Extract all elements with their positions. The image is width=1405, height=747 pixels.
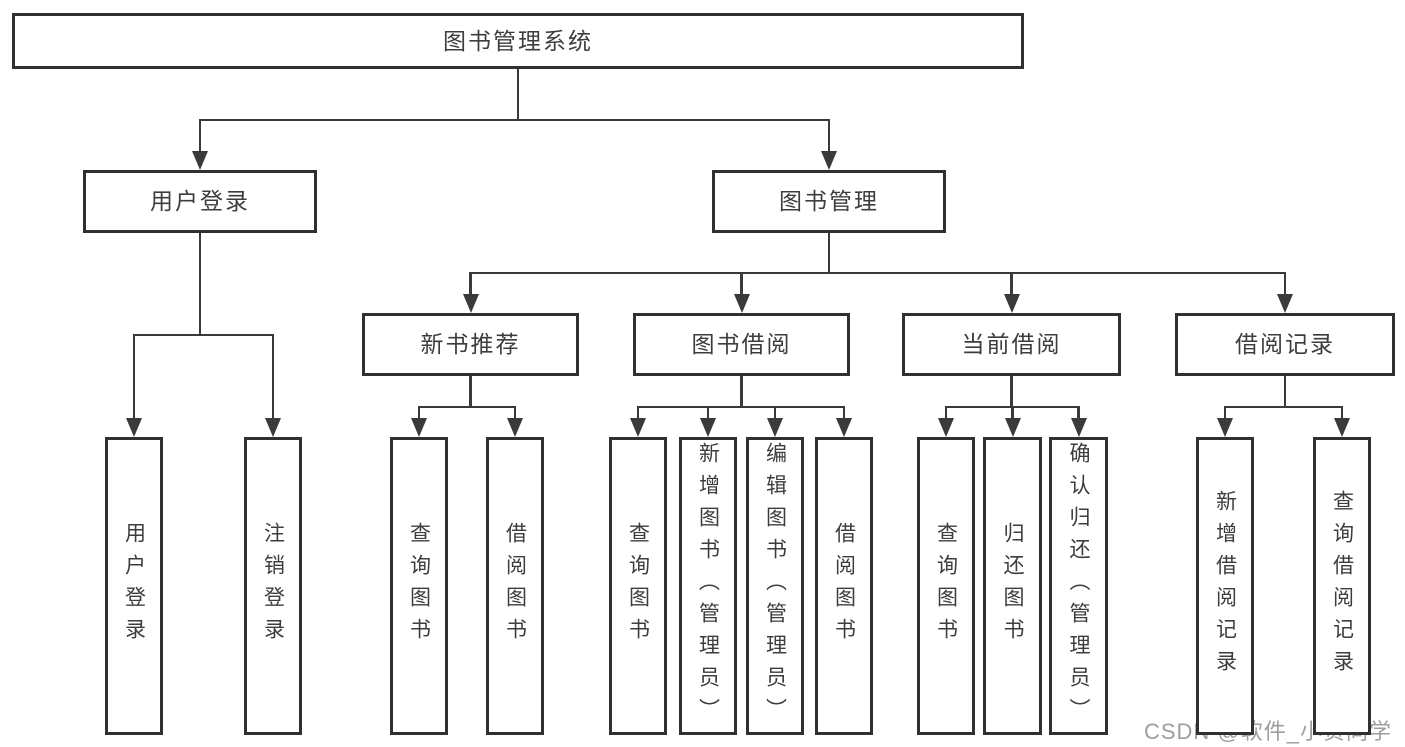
node-cb-confirm: 确认归还（管理员） [1049, 437, 1108, 735]
node-cb-query: 查询图书 [917, 437, 975, 735]
arrowhead-icon [1070, 418, 1087, 437]
arrowhead-icon [265, 418, 281, 437]
connector-line [417, 405, 517, 409]
node-new-book-rec: 新书推荐 [362, 313, 579, 376]
connector-line [1223, 407, 1227, 420]
node-label: 新增图书（管理员） [696, 442, 720, 730]
node-label: 图书管理 [779, 188, 879, 214]
node-label: 图书借阅 [691, 331, 792, 357]
node-label: 注销登录 [261, 522, 285, 650]
node-label: 新书推荐 [420, 331, 521, 357]
connector-line [773, 407, 777, 420]
node-cb-return: 归还图书 [983, 437, 1042, 735]
connector-line [1283, 376, 1287, 407]
node-label: 编辑图书（管理员） [763, 442, 787, 730]
arrowhead-icon [1217, 418, 1233, 437]
node-bb-borrow: 借阅图书 [815, 437, 873, 735]
arrowhead-icon [733, 294, 750, 313]
node-label: 借阅图书 [503, 522, 527, 650]
connector-line [417, 407, 421, 420]
connector-line [706, 407, 710, 420]
arrowhead-icon [821, 151, 837, 170]
node-label: 查询图书 [407, 522, 431, 650]
arrowhead-icon [1277, 294, 1293, 313]
arrowhead-icon [700, 418, 716, 437]
connector-line [516, 69, 520, 120]
connector-line [198, 233, 202, 335]
node-label: 查询图书 [934, 522, 958, 650]
arrowhead-icon [126, 418, 142, 437]
connector-line [271, 335, 275, 420]
node-label: 新增借阅记录 [1213, 490, 1237, 682]
connector-line [513, 407, 517, 420]
connector-line [1077, 407, 1080, 420]
arrowhead-icon [1003, 294, 1020, 313]
node-label: 借阅图书 [832, 522, 856, 650]
connector-line [198, 118, 831, 122]
arrowhead-icon [1334, 418, 1350, 437]
node-bb-add: 新增图书（管理员） [679, 437, 737, 735]
connector-line [842, 407, 846, 420]
node-label: 用户登录 [150, 188, 250, 214]
arrowhead-icon [507, 418, 523, 437]
connector-line [469, 273, 472, 296]
connector-line [827, 120, 831, 153]
connector-line [198, 120, 202, 153]
node-current-borrow: 当前借阅 [902, 313, 1121, 376]
connector-line [1223, 405, 1344, 409]
connector-line [1340, 407, 1344, 420]
connector-line [132, 333, 275, 337]
connector-line [740, 273, 743, 296]
connector-line [1011, 407, 1014, 420]
arrowhead-icon [630, 418, 646, 437]
node-label: 确认归还（管理员） [1067, 442, 1090, 730]
connector-line [469, 271, 1287, 275]
arrowhead-icon [192, 151, 208, 170]
node-user-login: 用户登录 [83, 170, 317, 233]
node-book-mgmt: 图书管理 [712, 170, 946, 233]
node-bb-edit: 编辑图书（管理员） [746, 437, 804, 735]
node-nb-borrow: 借阅图书 [486, 437, 544, 735]
node-label: 当前借阅 [961, 331, 1062, 357]
connector-line [132, 335, 136, 420]
node-book-borrow: 图书借阅 [633, 313, 850, 376]
arrowhead-icon [411, 418, 427, 437]
connector-line [1010, 273, 1013, 296]
node-label: 借阅记录 [1235, 331, 1335, 357]
node-login: 用户登录 [105, 437, 163, 735]
node-label: 查询图书 [626, 522, 650, 650]
connector-line [827, 233, 831, 273]
arrowhead-icon [1004, 418, 1021, 437]
connector-line [740, 376, 743, 407]
connector-line [636, 407, 640, 420]
connector-line [636, 405, 846, 409]
node-bb-query: 查询图书 [609, 437, 667, 735]
connector-line [1010, 376, 1013, 407]
arrowhead-icon [767, 418, 783, 437]
node-nb-query: 查询图书 [390, 437, 448, 735]
node-br-query: 查询借阅记录 [1313, 437, 1371, 735]
arrowhead-icon [836, 418, 852, 437]
connector-line [944, 407, 948, 420]
connector-line [469, 376, 472, 407]
connector-line [1283, 273, 1287, 296]
node-logout: 注销登录 [244, 437, 302, 735]
node-borrow-records: 借阅记录 [1175, 313, 1395, 376]
node-root: 图书管理系统 [12, 13, 1024, 69]
arrowhead-icon [938, 418, 954, 437]
node-label: 图书管理系统 [443, 27, 593, 54]
node-label: 查询借阅记录 [1330, 490, 1354, 682]
node-br-add: 新增借阅记录 [1196, 437, 1254, 735]
arrowhead-icon [462, 294, 479, 313]
node-label: 用户登录 [122, 522, 146, 650]
node-label: 归还图书 [1001, 522, 1024, 650]
